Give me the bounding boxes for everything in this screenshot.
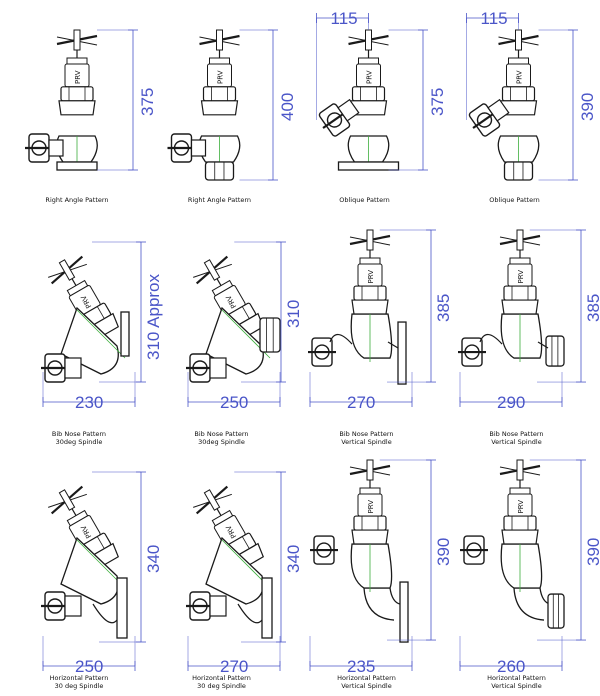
valve-figure-8: PRV [458, 229, 586, 407]
figure-caption: Right Angle Pattern [17, 196, 137, 204]
valve-figure-6: PRV [186, 241, 286, 407]
brand-mark: PRV [74, 70, 82, 84]
caption-line: Oblique Pattern [489, 196, 540, 204]
caption-line: 30deg Spindle [55, 438, 103, 446]
valve-figure-1: PRV [25, 29, 138, 171]
dimension-height-label: 385 [584, 293, 600, 323]
valve-figure-5: PRV [41, 241, 146, 407]
dimension-width-label: 250 [220, 393, 249, 412]
dimension-height-label: 390 [434, 537, 453, 567]
valve-figure-2: PRV [167, 29, 278, 181]
figure-caption: Oblique Pattern [305, 196, 425, 204]
caption-line: 30deg Spindle [198, 438, 245, 446]
caption-line: Vertical Spindle [491, 438, 542, 446]
dimension-height-label: 310 Approx [144, 273, 163, 360]
caption-line: Vertical Spindle [341, 682, 392, 690]
brand-mark: PRV [367, 270, 375, 284]
dimension-height-label: 340 [284, 544, 303, 573]
dimension-height-label: 390 [584, 537, 600, 567]
caption-line: Horizontal Pattern [487, 674, 546, 682]
caption-line: 30 deg Spindle [197, 682, 246, 690]
brand-mark: PRV [217, 70, 225, 84]
dimension-width-label: 270 [347, 393, 376, 412]
brand-mark: PRV [516, 70, 524, 84]
brand-mark: PRV [517, 500, 525, 514]
valve-figure-3: PRV [316, 13, 428, 171]
caption-line: Bib Nose Pattern [339, 430, 394, 438]
valve-figure-7: PRV [308, 229, 436, 407]
brand-mark: PRV [517, 270, 525, 284]
dimension-height-label: 390 [578, 92, 597, 121]
caption-line: Vertical Spindle [341, 438, 392, 446]
dimension-width-label: 260 [497, 657, 526, 676]
caption-line: Right Angle Pattern [45, 196, 109, 204]
caption-line: Oblique Pattern [339, 196, 390, 204]
caption-line: Horizontal Pattern [192, 674, 251, 682]
valve-figure-10: PRV [186, 471, 286, 671]
dimension-height-label: 375 [428, 87, 447, 116]
dimension-width-label: 115 [480, 9, 508, 28]
figure-caption: Oblique Pattern [455, 196, 575, 204]
valve-figure-12: PRV [459, 459, 586, 671]
caption-line: Horizontal Pattern [337, 674, 396, 682]
valve-figure-4: PRV [466, 13, 578, 181]
valve-figure-11: PRV [309, 459, 436, 671]
dimension-width-label: 235 [347, 657, 376, 676]
caption-line: Bib Nose Pattern [489, 430, 544, 438]
caption-line: Horizontal Pattern [49, 674, 109, 682]
valve-figure-9: PRV [41, 471, 146, 671]
brand-mark: PRV [366, 70, 374, 84]
caption-line: 30 deg Spindle [54, 682, 104, 690]
dimension-width-label: 290 [497, 393, 526, 412]
brand-mark: PRV [367, 500, 375, 514]
caption-line: Right Angle Pattern [187, 196, 252, 204]
dimension-height-label: 340 [144, 544, 163, 573]
dimension-height-label: 310 [284, 299, 303, 328]
figure-caption: Right Angle Pattern [160, 196, 280, 204]
dimension-width-label: 115 [330, 9, 358, 28]
dimension-height-label: 385 [434, 293, 453, 323]
caption-line: Bib Nose Pattern [194, 430, 249, 438]
dimension-width-label: 250 [75, 657, 104, 676]
dimension-width-label: 270 [220, 657, 249, 676]
dimension-width-label: 230 [75, 393, 104, 412]
caption-line: Bib Nose Pattern [51, 430, 107, 438]
dimension-height-label: 400 [278, 92, 297, 121]
dimension-height-label: 375 [138, 87, 157, 116]
caption-line: Vertical Spindle [491, 682, 542, 690]
